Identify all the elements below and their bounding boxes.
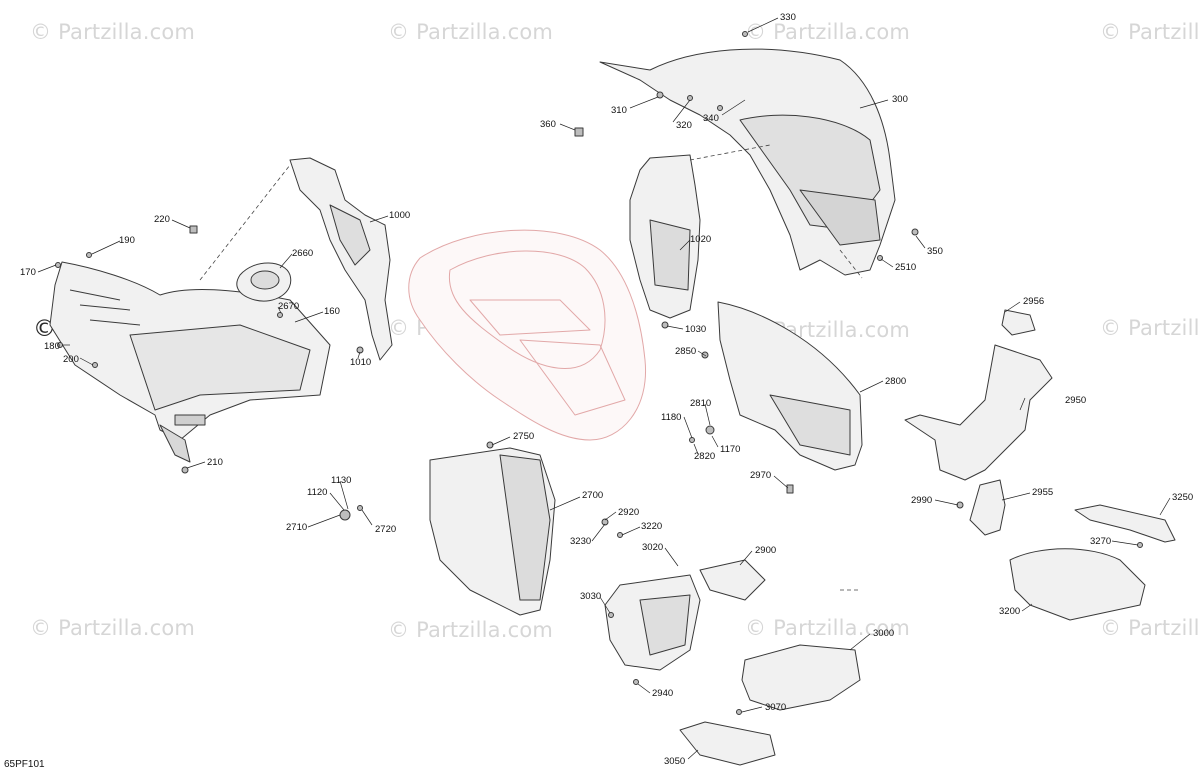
part-label: 3020 (642, 542, 664, 553)
part-label: 2710 (286, 522, 308, 533)
part-label: 2956 (1023, 296, 1045, 307)
diagram-code: 65PF101 (4, 759, 45, 770)
part-label: 2920 (618, 507, 640, 518)
part-label: 330 (780, 12, 796, 23)
part-label: 2700 (582, 490, 604, 501)
watermark: © Partzilla.com (30, 20, 196, 44)
part-label: 300 (892, 94, 908, 105)
watermark: © Partzilla.com (388, 618, 554, 642)
part-label: 1120 (307, 487, 328, 498)
part-label: 1000 (389, 210, 411, 221)
part-label: 220 (154, 214, 170, 225)
watermark: © Partzilla.com (1100, 616, 1200, 640)
part-label: 3000 (873, 628, 895, 639)
part-label: 3220 (641, 521, 663, 532)
part-label: 1020 (690, 234, 712, 245)
part-fender-3030 (604, 574, 701, 671)
part-label: 310 (611, 105, 627, 116)
part-label: 3030 (580, 591, 602, 602)
part-label: 3070 (765, 702, 787, 713)
part-label: 3270 (1090, 536, 1112, 547)
part-label: 3050 (664, 756, 686, 767)
part-label: 200 (63, 354, 79, 365)
part-label: 2940 (652, 688, 674, 699)
part-2800-right-panel (717, 301, 863, 471)
part-label: 2510 (895, 262, 917, 273)
part-label: 2800 (885, 376, 907, 387)
part-label: 340 (703, 113, 719, 124)
part-label: 2955 (1032, 487, 1054, 498)
part-2700-lower-panel (429, 447, 556, 616)
part-3000 (741, 644, 861, 711)
part-2950-bracket (904, 309, 1053, 481)
part-2660-cap (236, 262, 292, 302)
leader-lines (37, 17, 1171, 760)
part-160-left-panel (49, 261, 331, 463)
watermark: © Partzilla.com (745, 616, 911, 640)
part-label: 2720 (375, 524, 397, 535)
part-3050 (679, 721, 776, 766)
part-label: 350 (927, 246, 943, 257)
part-label: 3230 (570, 536, 592, 547)
part-label: 180 (44, 341, 60, 352)
part-label: 2670 (278, 301, 300, 312)
part-3200-seat (1009, 548, 1146, 621)
watermark: © Partzilla.com (388, 20, 554, 44)
center-body-outline (408, 229, 647, 441)
part-label: 1030 (685, 324, 707, 335)
part-label: 1130 (331, 475, 352, 486)
part-label: 170 (20, 267, 36, 278)
part-3250 (1074, 504, 1176, 543)
dashed-guide-lines (199, 144, 863, 591)
part-300-fairing (599, 48, 896, 276)
part-1000-bracket (289, 157, 393, 361)
part-label: 2820 (694, 451, 716, 462)
part-label: 160 (324, 306, 340, 317)
part-label: 2850 (675, 346, 697, 357)
part-label: 3250 (1172, 492, 1194, 503)
part-label: 320 (676, 120, 692, 131)
part-label: 190 (119, 235, 135, 246)
part-label: 2990 (911, 495, 933, 506)
part-label: 1170 (720, 444, 741, 455)
watermark: © Partzilla.com (1100, 20, 1200, 44)
part-label: 1010 (350, 357, 372, 368)
part-2900 (699, 559, 766, 601)
part-label: 1180 (661, 412, 682, 423)
part-2955 (969, 479, 1006, 536)
part-label: 360 (540, 119, 556, 130)
part-label: 2950 (1065, 395, 1087, 406)
part-label: 2750 (513, 431, 535, 442)
watermark: © Partzilla.com (745, 20, 911, 44)
part-label: 210 (207, 457, 223, 468)
part-1020-inner-panel (629, 154, 701, 319)
watermark: © Partzilla.com (1100, 316, 1200, 340)
part-label: 2660 (292, 248, 314, 259)
part-label: 3200 (999, 606, 1021, 617)
watermark: © Partzilla.com (30, 616, 196, 640)
part-label: 2970 (750, 470, 772, 481)
part-label: 2900 (755, 545, 777, 556)
part-label: 2810 (690, 398, 712, 409)
